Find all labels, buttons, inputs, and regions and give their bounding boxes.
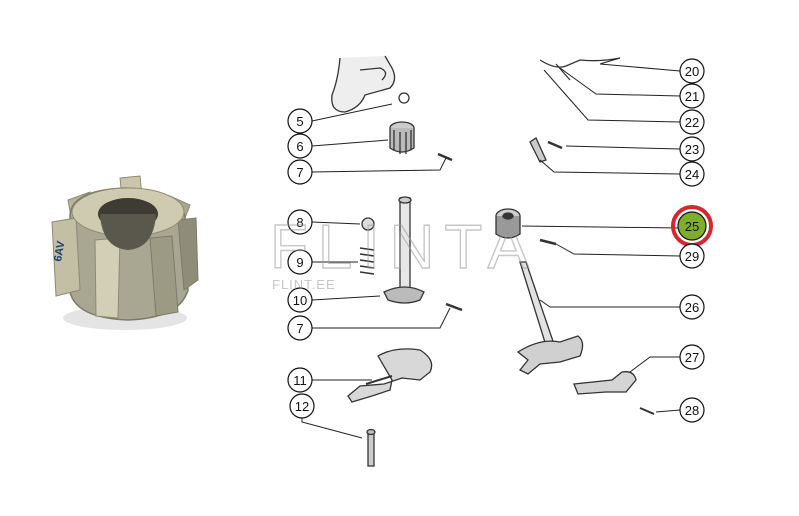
callout-label: 10 xyxy=(293,293,307,308)
callout-25-highlighted[interactable]: 25 xyxy=(671,205,713,247)
callout-11: 11 xyxy=(287,367,313,393)
callout-22: 22 xyxy=(679,109,705,135)
part-drawings xyxy=(331,55,655,467)
screw-part-12 xyxy=(366,428,376,467)
callout-24: 24 xyxy=(679,161,705,187)
gear-photo: 6AV xyxy=(51,175,199,330)
callout-label: 24 xyxy=(685,167,699,182)
callout-28: 28 xyxy=(679,397,705,423)
callout-label: 7 xyxy=(296,321,303,336)
photo-stamp-text: 6AV xyxy=(52,240,68,263)
callout-10: 10 xyxy=(287,287,313,313)
callout-label: 25 xyxy=(685,219,699,234)
callout-label: 28 xyxy=(685,403,699,418)
callout-label: 21 xyxy=(685,89,699,104)
gear-part-6 xyxy=(389,121,415,154)
watermark-brand: FLINTA xyxy=(270,213,539,282)
callout-label: 5 xyxy=(296,114,303,129)
lever-part-27 xyxy=(573,371,637,395)
callout-label: 27 xyxy=(685,350,699,365)
lever-part-11 xyxy=(347,348,433,403)
callout-label: 12 xyxy=(295,399,309,414)
leader-lines xyxy=(301,57,681,439)
shaft-part-10 xyxy=(383,196,425,304)
callout-label: 29 xyxy=(685,249,699,264)
fork-part-26 xyxy=(516,261,584,375)
callout-26: 26 xyxy=(679,294,705,320)
callout-label: 7 xyxy=(296,165,303,180)
watermark: FLINTA FLINT.EE xyxy=(269,212,539,292)
bracket-part xyxy=(331,55,396,113)
callout-21: 21 xyxy=(679,83,705,109)
callout-label: 11 xyxy=(293,373,307,388)
callout-7-lower: 7 xyxy=(287,315,313,341)
callout-label: 8 xyxy=(296,215,303,230)
callout-label: 9 xyxy=(296,255,303,270)
callout-8: 8 xyxy=(287,209,313,235)
callout-label: 22 xyxy=(685,115,699,130)
callout-29: 29 xyxy=(679,243,705,269)
callout-5: 5 xyxy=(287,108,313,134)
callout-27: 27 xyxy=(679,344,705,370)
gear-part-25 xyxy=(495,208,521,239)
callout-label: 20 xyxy=(685,64,699,79)
callout-label: 6 xyxy=(296,139,303,154)
callout-12: 12 xyxy=(289,393,315,419)
callout-label: 23 xyxy=(685,142,699,157)
callout-23: 23 xyxy=(679,136,705,162)
callout-20: 20 xyxy=(679,58,705,84)
callout-6: 6 xyxy=(287,133,313,159)
callout-9: 9 xyxy=(287,249,313,275)
callout-label: 26 xyxy=(685,300,699,315)
watermark-domain: FLINT.EE xyxy=(272,277,336,292)
callout-7-top: 7 xyxy=(287,159,313,185)
